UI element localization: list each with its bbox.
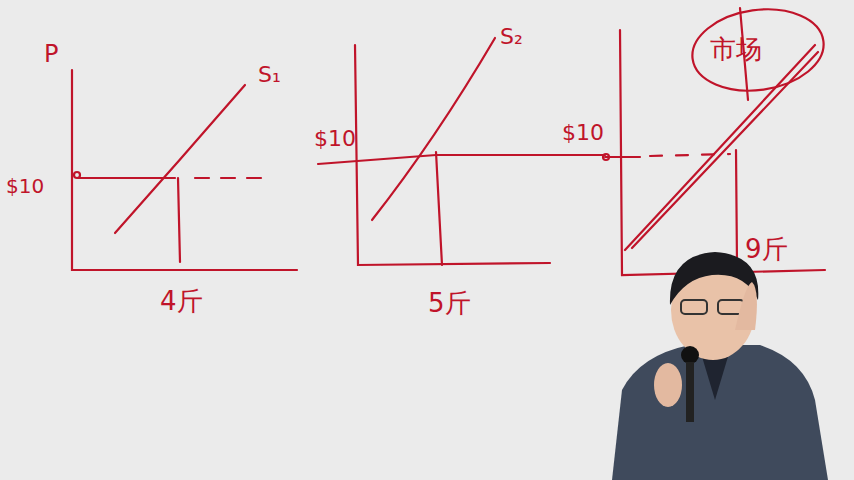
market-supply-curve (625, 45, 818, 250)
price-dot (603, 154, 609, 160)
quantity-label: 9斤 (745, 236, 788, 262)
price-dash (195, 177, 270, 179)
lecturer-figure (612, 252, 828, 480)
price-label: $10 (562, 122, 604, 144)
price-line (78, 177, 175, 179)
supply-curve (115, 85, 245, 233)
curve-label: S₂ (500, 26, 523, 48)
quantity-label: 5斤 (428, 290, 471, 316)
quantity-line (436, 152, 442, 265)
price-dash (650, 154, 730, 156)
market-label: 市场 (710, 36, 762, 62)
price-dot (74, 172, 80, 178)
price-line (605, 156, 640, 158)
quantity-label: 4斤 (160, 288, 203, 314)
price-label: $10 (6, 176, 44, 196)
axes (620, 30, 825, 275)
quantity-line (178, 178, 180, 262)
price-label: $10 (314, 128, 356, 150)
price-line (318, 155, 605, 164)
quantity-line (736, 150, 737, 265)
circle-mark (687, 1, 829, 99)
axes (72, 70, 297, 270)
axis-label: P (44, 42, 58, 66)
curve-label: S₁ (258, 64, 281, 86)
supply-curve (372, 38, 495, 220)
